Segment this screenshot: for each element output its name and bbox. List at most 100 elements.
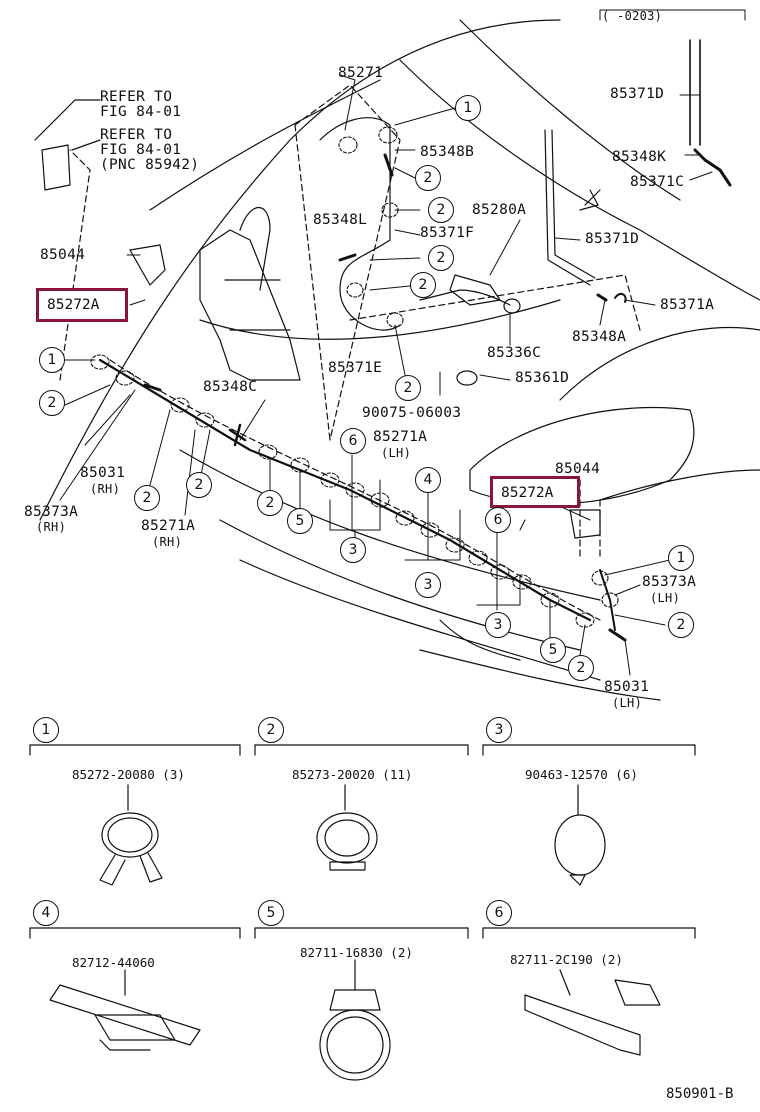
legend-part-1: 85272-20080 (3) xyxy=(72,767,185,782)
legend-part-5: 82711-16830 (2) xyxy=(300,945,413,960)
part-label-85348K: 85348K xyxy=(612,149,667,165)
callout-2: 2 xyxy=(395,375,421,401)
joint-85348B xyxy=(383,153,394,177)
callout-6: 6 xyxy=(485,507,511,533)
callout-2: 2 xyxy=(186,472,212,498)
part-label-85361D: 85361D xyxy=(515,370,570,386)
bumper-lip xyxy=(439,619,521,661)
callout-2: 2 xyxy=(668,612,694,638)
tank-neck xyxy=(239,206,271,291)
callout-2: 2 xyxy=(568,655,594,681)
part-label-85371E: 85371E xyxy=(328,360,383,376)
pump-grommet xyxy=(503,298,521,314)
callout-5: 5 xyxy=(540,637,566,663)
clip-5-drawing xyxy=(319,959,391,1081)
legend-num-6: 6 xyxy=(486,900,512,926)
hose-centerline xyxy=(109,359,601,621)
band-clamp-drawing xyxy=(316,784,378,871)
bumper-corner xyxy=(599,469,760,501)
clip-4-drawing xyxy=(49,969,201,1051)
arrow-shaft xyxy=(584,189,601,206)
part-label-85348C: 85348C xyxy=(203,379,258,395)
hose-85371D-mid xyxy=(544,129,596,286)
fender-line-2 xyxy=(459,19,681,201)
highlight-85272A-right: 85272A xyxy=(490,476,580,508)
date-range-note: ( -0203) xyxy=(602,9,663,23)
part-label-85371C: 85371C xyxy=(630,174,685,190)
washer-tank xyxy=(199,229,301,381)
side-lh-mid: (LH) xyxy=(381,446,412,460)
part-label-85044-right: 85044 xyxy=(555,461,601,477)
highlight-85272A-left: 85272A xyxy=(36,288,128,322)
joint-85348C xyxy=(228,423,247,447)
part-label-85348A: 85348A xyxy=(572,329,627,345)
callout-3: 3 xyxy=(415,572,441,598)
pump-hose xyxy=(419,289,511,306)
joint-85348L xyxy=(338,253,357,262)
bracket-part xyxy=(41,144,71,191)
dashed-box-1 xyxy=(294,84,401,441)
main-hose xyxy=(98,358,592,622)
tank-ribs xyxy=(224,279,291,331)
clamp-spring-drawing xyxy=(99,784,163,886)
part-label-85348L: 85348L xyxy=(313,212,368,228)
dashed-box-1b xyxy=(294,124,331,441)
figure-number: 850901-B xyxy=(666,1086,734,1102)
hood-inner-line xyxy=(149,79,381,211)
callout-3: 3 xyxy=(485,612,511,638)
callout-4: 4 xyxy=(415,467,441,493)
part-label-85271A-rh: 85271A xyxy=(141,518,196,534)
legend-part-4: 82712-44060 xyxy=(72,955,155,970)
clip-band-drawing xyxy=(554,784,606,886)
hood-edge-line xyxy=(39,19,561,521)
callout-2: 2 xyxy=(415,165,441,191)
callout-1: 1 xyxy=(668,545,694,571)
side-lh-85373A: (LH) xyxy=(650,591,681,605)
callout-2: 2 xyxy=(428,197,454,223)
legend-num-1: 1 xyxy=(33,717,59,743)
part-label-85031-lh: 85031 xyxy=(604,679,650,695)
nozzle-left xyxy=(129,244,166,286)
hose-85371A xyxy=(614,292,627,303)
nozzle-right xyxy=(569,509,601,539)
part-label-85336C: 85336C xyxy=(487,345,542,361)
callout-2: 2 xyxy=(428,245,454,271)
arrow-head xyxy=(579,189,599,211)
legend-num-3: 3 xyxy=(486,717,512,743)
part-label-85271: 85271 xyxy=(338,65,384,81)
hose-85371D-top xyxy=(689,39,701,146)
legend-num-4: 4 xyxy=(33,900,59,926)
lh-hose xyxy=(599,569,616,631)
legend-part-3: 90463-12570 (6) xyxy=(525,767,638,782)
part-label-85271A-mid: 85271A xyxy=(373,429,428,445)
callout-2: 2 xyxy=(410,272,436,298)
bumper-lower xyxy=(239,559,601,681)
legend-num-5: 5 xyxy=(258,900,284,926)
callout-2: 2 xyxy=(39,390,65,416)
part-label-85371D-top: 85371D xyxy=(610,86,665,102)
fender-line xyxy=(399,59,760,301)
washer-pump xyxy=(449,274,501,306)
hose-upper xyxy=(319,117,401,331)
dashed-box-2 xyxy=(349,274,641,331)
callout-2: 2 xyxy=(257,490,283,516)
callout-3: 3 xyxy=(340,537,366,563)
clip-6-drawing xyxy=(524,969,661,1056)
side-rh-85271A: (RH) xyxy=(152,535,183,549)
legend-part-6: 82711-2C190 (2) xyxy=(510,952,623,967)
range-bracket xyxy=(599,9,746,21)
joint-85348K xyxy=(693,148,732,187)
part-label-85348B: 85348B xyxy=(420,144,475,160)
bumper-middle xyxy=(219,519,581,651)
callout-6: 6 xyxy=(340,428,366,454)
joint-85031-lh xyxy=(608,628,627,642)
part-label-85371F: 85371F xyxy=(420,225,475,241)
part-label-85044-left: 85044 xyxy=(40,247,86,263)
joint-85031-rh xyxy=(143,383,162,392)
part-label-85373A-lh: 85373A xyxy=(642,574,697,590)
part-label-85371A: 85371A xyxy=(660,297,715,313)
